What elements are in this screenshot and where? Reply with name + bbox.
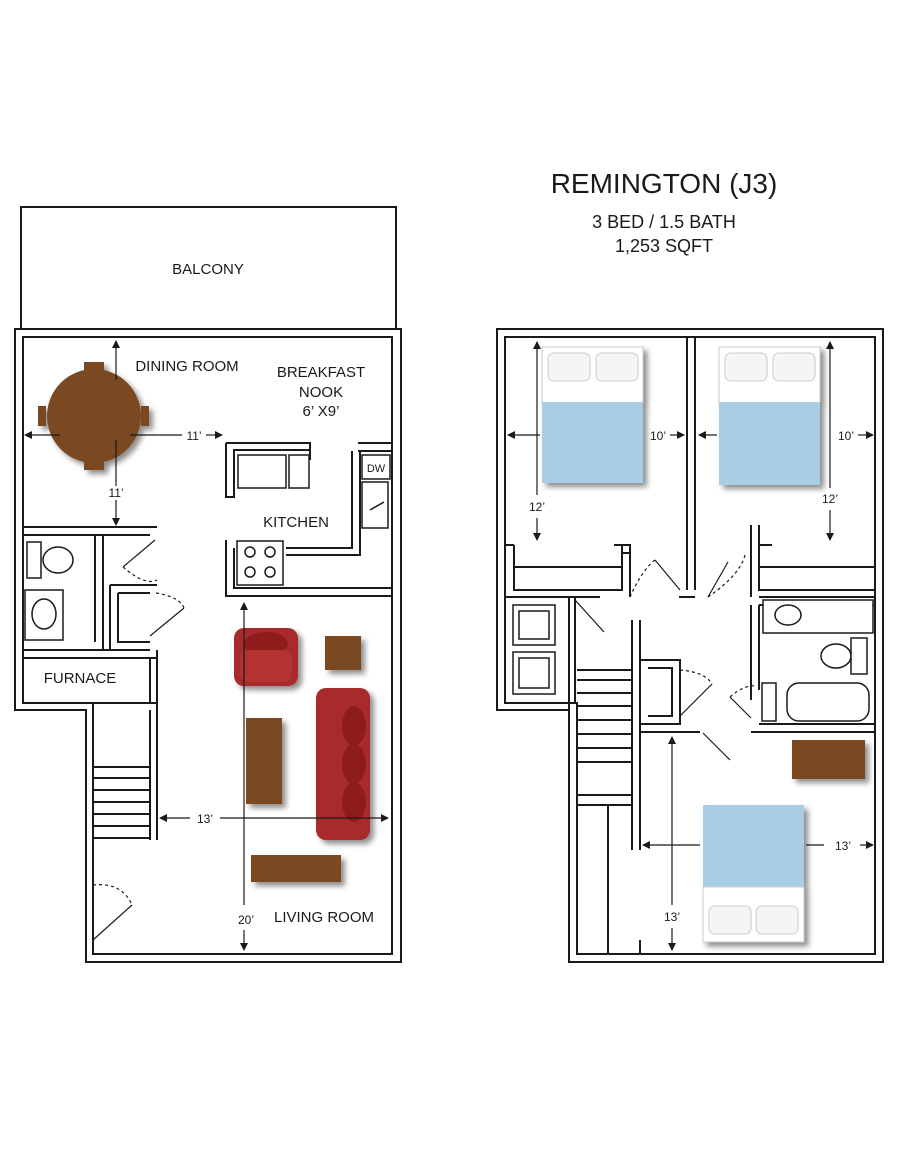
bedroom-2-depth-dim: 12’ (822, 492, 838, 506)
lower-inner-wall (22, 336, 393, 955)
linen-shelf-2-inner (518, 657, 550, 689)
balcony-label: BALCONY (172, 261, 244, 278)
dining-room-label: DINING ROOM (135, 358, 238, 375)
bath-toilet (820, 643, 852, 669)
breakfast-stool (288, 454, 310, 489)
breakfast-nook-label-2: NOOK (299, 384, 343, 401)
bedroom-2-wall (750, 525, 875, 597)
bedroom-2-door (707, 554, 746, 598)
closet-door (155, 592, 185, 609)
dining-width-dim: 11’ (186, 429, 201, 443)
bathtub-end (761, 682, 777, 722)
bath-toilet-tank (850, 637, 868, 675)
lower-floor: BALCONY DW (14, 206, 402, 963)
dishwasher-label: DW (367, 463, 386, 475)
bed-3 (702, 805, 805, 943)
dishwasher (361, 454, 391, 480)
bedroom-2-width-dim: 10’ (838, 429, 854, 443)
kitchen-counter-lower (225, 540, 392, 597)
upper-floor: 10’ 12’ 10’ 12’ 13’ 13’ (496, 328, 884, 963)
bath-door (729, 685, 758, 698)
linen-shelf-1-inner (518, 610, 550, 640)
bedroom-3-wall (639, 724, 700, 954)
bedroom-3-depth-dim: 13’ (664, 910, 680, 924)
stove (236, 540, 284, 586)
half-bath-toilet (42, 546, 74, 574)
bath-top-wall (23, 526, 157, 536)
bed-2 (718, 346, 821, 485)
bedroom-1-door (629, 559, 656, 598)
bedroom-1-depth-dim: 12’ (529, 500, 545, 514)
plan-title: REMINGTON (J3) (551, 168, 778, 199)
living-width-dim: 13’ (197, 812, 213, 826)
coffee-table (246, 718, 282, 804)
half-bath-right-wall (94, 535, 104, 650)
closet-wall (23, 584, 157, 659)
upper-outer-wall (496, 328, 884, 963)
hall-closet (640, 659, 681, 725)
furnace-label: FURNACE (44, 670, 117, 687)
breakfast-nook-label-1: BREAKFAST (277, 364, 365, 381)
living-room-label: LIVING ROOM (274, 909, 374, 926)
kitchen-sink (361, 481, 389, 529)
furnace-wall (149, 650, 158, 710)
side-table (325, 636, 361, 670)
bath-sink (774, 604, 802, 626)
lower-outer-wall (14, 328, 402, 963)
armchair (234, 628, 298, 686)
half-bath-toilet-tank (26, 541, 42, 579)
entry-door (92, 884, 133, 906)
linen-closet (505, 596, 576, 710)
bedroom-3-width-dim: 13’ (835, 839, 851, 853)
bathtub (786, 682, 870, 722)
half-bath-sink (31, 598, 57, 630)
bedroom-1-width-dim: 10’ (650, 429, 666, 443)
hall-closet-door (679, 669, 713, 685)
square-footage-label: 1,253 SQFT (615, 236, 713, 256)
sofa (316, 688, 370, 840)
beds-baths-label: 3 BED / 1.5 BATH (592, 212, 736, 232)
breakfast-bar (237, 454, 287, 489)
kitchen-label: KITCHEN (263, 514, 329, 531)
tv-console (251, 855, 341, 882)
breakfast-nook-size: 6’ X9’ (303, 403, 340, 420)
dresser (792, 740, 865, 779)
dining-table (38, 362, 149, 470)
living-depth-dim: 20’ (238, 913, 254, 927)
bed-1 (541, 346, 644, 483)
lower-stairs (93, 702, 158, 840)
half-bath-door (122, 566, 158, 583)
dining-depth-dim: 11’ (108, 486, 123, 500)
kitchen-counter-upper (225, 442, 311, 498)
kitchen-counter-right (286, 442, 392, 556)
upper-stairs (576, 620, 641, 954)
